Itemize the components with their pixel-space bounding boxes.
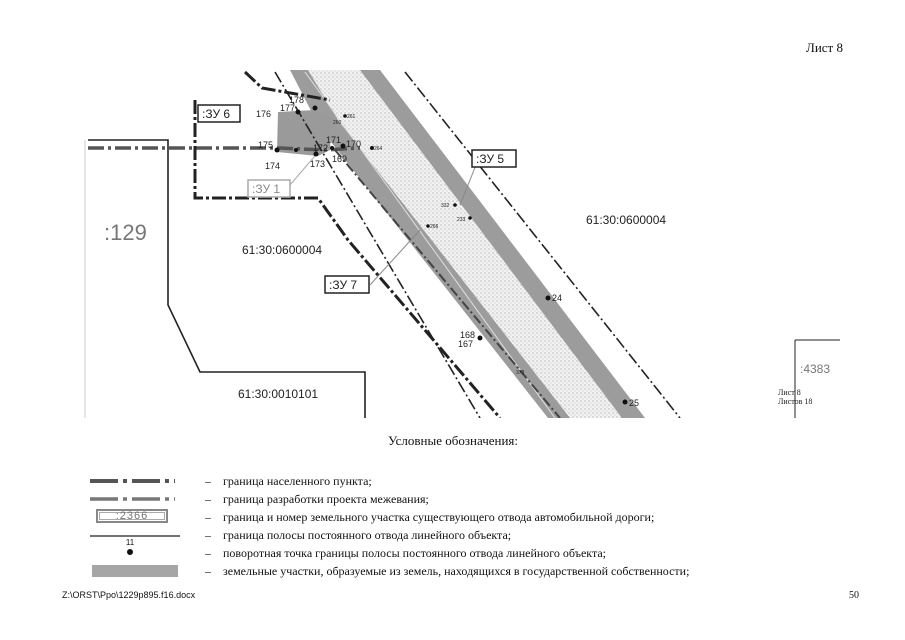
turning-points xyxy=(274,105,628,405)
point-175: 175 xyxy=(258,140,273,150)
legend-row-settlement: – граница населенного пункта; xyxy=(90,472,850,492)
legend-sample-number: :2366 xyxy=(115,510,149,522)
legend-sample-point: 11 xyxy=(125,538,135,547)
settlement-boundary-symbol xyxy=(90,479,175,483)
leader-zu7 xyxy=(369,229,421,286)
point-264: 264 xyxy=(374,146,383,152)
point-169: 169 xyxy=(332,154,347,164)
point-260: 260 xyxy=(333,120,342,126)
legend-text-project: граница разработки проекта межевания; xyxy=(223,492,429,506)
zu7-label: :ЗУ 7 xyxy=(329,278,357,292)
legend-row-strip: – граница полосы постоянного отвода лине… xyxy=(90,526,850,546)
sheet-title: Лист 8 xyxy=(806,40,843,55)
settlement-boundary-a xyxy=(88,146,361,152)
legend-text-point: поворотная точка границы полосы постоянн… xyxy=(223,546,606,560)
legend-row-project: – граница разработки проекта межевания; xyxy=(90,490,850,510)
alignment-line xyxy=(334,149,561,418)
point-178: 178 xyxy=(289,95,304,105)
point-24: 24 xyxy=(552,293,562,303)
point-378: 378 xyxy=(516,370,525,376)
point-168: 168 xyxy=(460,330,475,340)
point-177: 177 xyxy=(280,103,295,113)
point-332: 332 xyxy=(441,203,450,209)
zu5-label: :ЗУ 5 xyxy=(476,152,504,166)
point-266: 266 xyxy=(430,224,439,230)
footer-page-number: 50 xyxy=(849,590,859,601)
legend-row-road-parcel: :2366 – граница и номер земельного участ… xyxy=(90,508,850,528)
legend-dash: – xyxy=(205,546,211,560)
turning-point-symbol: 11 xyxy=(90,538,180,564)
parcel-label-129: :129 xyxy=(104,220,147,245)
project-boundary xyxy=(193,100,502,418)
point-170: 170 xyxy=(346,139,361,149)
legend-text-state-land: земельные участки, образуемые из земель,… xyxy=(223,564,690,578)
legend-text-strip: граница полосы постоянного отвода линейн… xyxy=(223,528,512,542)
zu7-box xyxy=(324,275,370,294)
legend-dash: – xyxy=(205,528,211,542)
point-176: 176 xyxy=(256,109,271,119)
point-261: 261 xyxy=(347,114,356,120)
cadastral-map: :129 61:30:0600004 61:30:0600004 61:30:0… xyxy=(84,70,840,418)
cad-block-label-c: 61:30:0010101 xyxy=(238,387,318,401)
strip-boundary-symbol xyxy=(90,535,180,537)
settlement-boundary-c xyxy=(274,71,481,418)
legend-text-settlement: граница населенного пункта; xyxy=(223,474,372,488)
legend-row-point: 11 – поворотная точка границы полосы пос… xyxy=(90,538,850,564)
inset-sheets: Листов 18 xyxy=(778,397,812,406)
strip-edge-line xyxy=(304,71,556,418)
legend-dash: – xyxy=(205,510,211,524)
zu6-box xyxy=(197,104,241,123)
legend-dash: – xyxy=(205,492,211,506)
project-boundary-symbol xyxy=(90,497,175,501)
legend-dash: – xyxy=(205,474,211,488)
cad-block-label-b: 61:30:0600004 xyxy=(586,213,666,227)
point-167: 167 xyxy=(458,339,473,349)
legend-dash: – xyxy=(205,564,211,578)
parcel-label-4383: :4383 xyxy=(800,362,830,376)
legend-text-road-parcel: граница и номер земельного участка сущес… xyxy=(223,510,655,524)
road-parcel-symbol: :2366 xyxy=(90,508,180,528)
zu5-box xyxy=(471,149,517,168)
state-land-symbol xyxy=(90,562,180,582)
point-173: 173 xyxy=(310,159,325,169)
parcel-line-129 xyxy=(88,139,366,418)
zu6-label: :ЗУ 6 xyxy=(202,107,230,121)
cad-block-label-a: 61:30:0600004 xyxy=(242,243,322,257)
gray-strip-right xyxy=(360,70,645,418)
point-171: 171 xyxy=(326,135,341,145)
point-172: 172 xyxy=(313,143,328,153)
settlement-boundary-b xyxy=(404,71,681,418)
zu1-label: :ЗУ 1 xyxy=(252,182,280,196)
point-25: 25 xyxy=(629,398,639,408)
gray-strip-left xyxy=(290,70,570,418)
point-233: 233 xyxy=(457,217,466,223)
inset-sheet: Лист 8 xyxy=(778,388,801,397)
legend-title: Условные обозначения: xyxy=(388,433,519,448)
zu1-box xyxy=(247,179,291,198)
road-band-light xyxy=(305,70,640,418)
point-174: 174 xyxy=(265,161,280,171)
legend-row-state-land: – земельные участки, образуемые из земел… xyxy=(90,562,850,582)
footer-file-path: Z:\ORST\Ppo\1229p895.f16.docx xyxy=(62,590,196,600)
project-boundary-top xyxy=(243,70,331,102)
